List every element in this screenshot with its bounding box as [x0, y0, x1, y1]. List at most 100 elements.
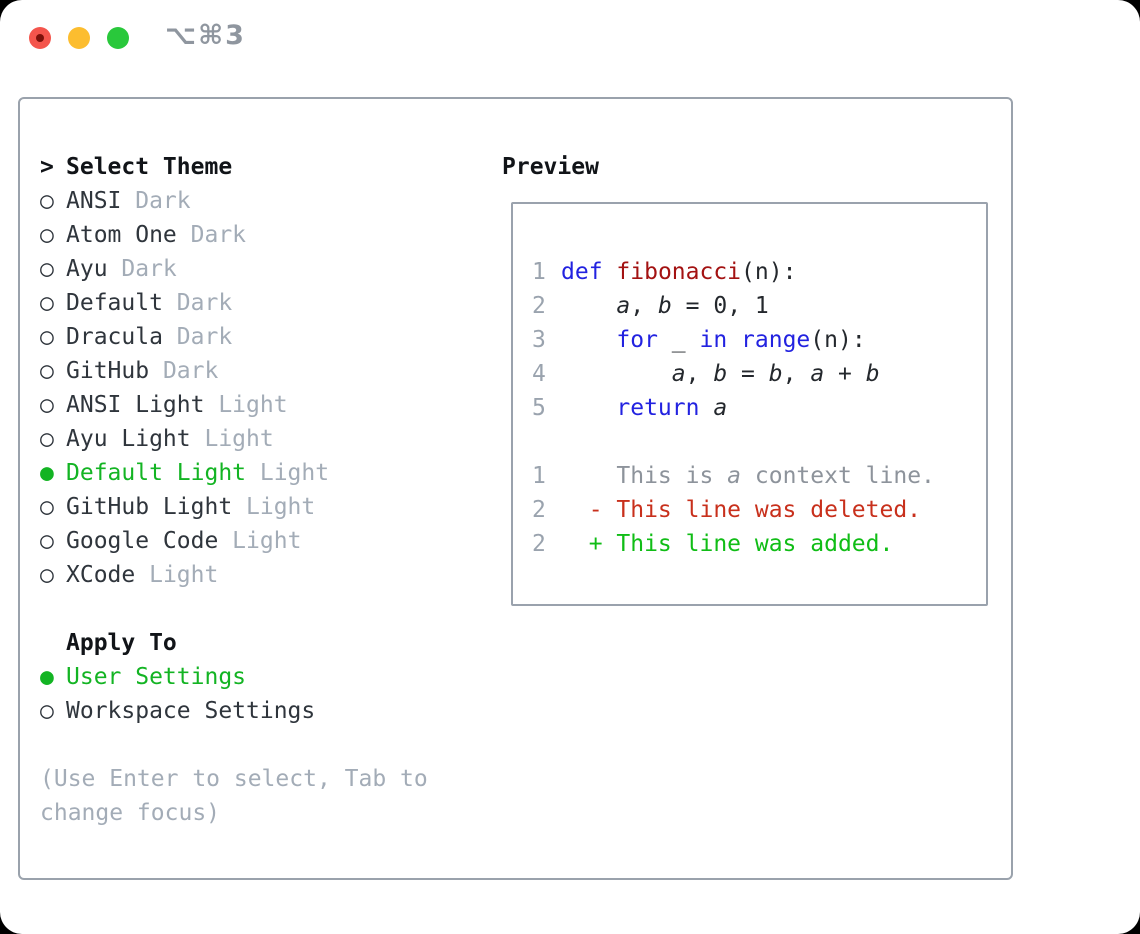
code-segment: _	[657, 327, 700, 353]
radio-selected-icon: ●	[40, 664, 54, 690]
theme-option[interactable]: ○Google Code Light	[40, 524, 428, 558]
traffic-lights	[29, 27, 129, 49]
code-segment: a	[671, 361, 686, 387]
code-segment: b	[713, 361, 728, 387]
theme-option[interactable]: ○Atom One Dark	[40, 218, 428, 252]
code-segment: return	[616, 395, 700, 421]
apply-to-option[interactable]: ●User Settings	[40, 660, 428, 694]
hint-text: (Use Enter to select, Tab to change focus…	[40, 762, 428, 830]
theme-option[interactable]: ○GitHub Dark	[40, 354, 428, 388]
close-button-icon[interactable]	[29, 27, 51, 49]
code-segment	[561, 391, 616, 425]
radio-selected-icon: ●	[40, 460, 54, 486]
hint-line: (Use Enter to select, Tab to	[40, 766, 428, 792]
theme-option[interactable]: ● Default Light Light	[40, 456, 428, 490]
theme-variant-tag: Light	[204, 392, 288, 418]
apply-to-option-label: Workspace Settings	[66, 698, 316, 724]
code-segment: +	[824, 361, 866, 387]
theme-name: Dracula	[66, 324, 163, 350]
code-segment: =	[727, 361, 769, 387]
preview-line: 2 a, b = 0, 1	[513, 289, 986, 323]
code-segment: ,	[782, 361, 811, 387]
theme-name: Ayu	[66, 256, 108, 282]
theme-list: >Select Theme ○ANSI Dark○Atom One Dark○A…	[40, 150, 428, 830]
radio-unselected-icon: ○	[40, 562, 54, 588]
code-segment: range	[741, 327, 811, 353]
theme-name: Google Code	[66, 528, 219, 554]
apply-to-title: Apply To	[66, 630, 177, 656]
code-segment	[727, 323, 741, 357]
preview-line: 5 return a	[513, 391, 986, 425]
theme-name: Ayu Light	[66, 426, 191, 452]
theme-picker-panel: >Select Theme ○ANSI Dark○Atom One Dark○A…	[18, 97, 1013, 880]
code-segment: a	[810, 361, 825, 387]
zoom-button-icon[interactable]	[107, 27, 129, 49]
close-modified-dot	[36, 34, 44, 42]
theme-option[interactable]: ○Ayu Dark	[40, 252, 428, 286]
theme-name: Default Light	[66, 460, 247, 486]
theme-option[interactable]: ○ GitHub Light Light	[40, 490, 428, 524]
radio-unselected-icon: ○	[40, 494, 54, 520]
theme-option[interactable]: ○ Ayu Light Light	[40, 422, 428, 456]
line-number: 1	[532, 259, 546, 285]
theme-variant-tag: Dark	[121, 188, 191, 214]
hint-line: change focus)	[40, 800, 221, 826]
radio-unselected-icon: ○	[40, 222, 54, 248]
select-theme-header: >Select Theme	[40, 150, 428, 184]
gap	[40, 592, 428, 626]
minimize-button-icon[interactable]	[68, 27, 90, 49]
apply-to-option[interactable]: ○Workspace Settings	[40, 694, 428, 728]
line-number	[532, 425, 561, 459]
preview-line: 2 + This line was added.	[513, 527, 986, 561]
theme-option[interactable]: ○Dracula Dark	[40, 320, 428, 354]
radio-unselected-icon: ○	[40, 324, 54, 350]
radio-unselected-icon: ○	[40, 256, 54, 282]
theme-name: Default	[66, 290, 163, 316]
code-segment: b	[768, 361, 783, 387]
theme-name: Atom One	[66, 222, 177, 248]
code-segment: context line.	[741, 463, 935, 489]
theme-option[interactable]: ○ANSI Light Light	[40, 388, 428, 422]
keyboard-shortcut-label: ⌥⌘3	[165, 20, 246, 51]
radio-unselected-icon: ○	[40, 528, 54, 554]
line-number: 1	[532, 463, 546, 489]
theme-option[interactable]: ○ANSI Dark	[40, 184, 428, 218]
code-segment	[561, 357, 672, 391]
code-segment: a	[713, 395, 728, 421]
code-segment: + This line was added.	[561, 531, 894, 557]
theme-option[interactable]: ○XCode Light	[40, 558, 428, 592]
preview-line: 3 for _ in range(n):	[513, 323, 986, 357]
apply-to-header: Apply To	[40, 626, 428, 660]
radio-unselected-icon: ○	[40, 188, 54, 214]
theme-name: GitHub Light	[66, 494, 233, 520]
theme-variant-tag: Light	[135, 562, 219, 588]
radio-unselected-icon: ○	[40, 358, 54, 384]
code-segment: b	[657, 293, 672, 319]
code-segment: def	[561, 259, 603, 285]
preview-line: 1 This is a context line.	[513, 459, 986, 493]
preview-title: Preview	[502, 154, 599, 180]
code-segment	[603, 255, 617, 289]
code-segment: a	[727, 463, 742, 489]
titlebar: ⌥⌘3	[0, 0, 1140, 76]
theme-variant-tag: Light	[232, 494, 316, 520]
code-segment: = 0, 1	[671, 293, 769, 319]
line-number: 2	[532, 497, 546, 523]
code-segment: ,	[630, 293, 658, 319]
code-segment	[561, 323, 616, 357]
code-segment: a	[616, 293, 631, 319]
line-number: 2	[532, 531, 546, 557]
line-number: 5	[532, 395, 546, 421]
theme-variant-tag: Light	[246, 460, 330, 486]
theme-variant-tag: Light	[190, 426, 274, 452]
line-number: 3	[532, 327, 546, 353]
theme-variant-tag: Dark	[162, 290, 233, 316]
code-segment: fibonacci	[616, 259, 742, 285]
code-segment	[699, 391, 713, 425]
line-number: 2	[532, 293, 546, 319]
theme-option[interactable]: ○Default Dark	[40, 286, 428, 320]
radio-unselected-icon: ○	[40, 392, 54, 418]
radio-unselected-icon: ○	[40, 426, 54, 452]
